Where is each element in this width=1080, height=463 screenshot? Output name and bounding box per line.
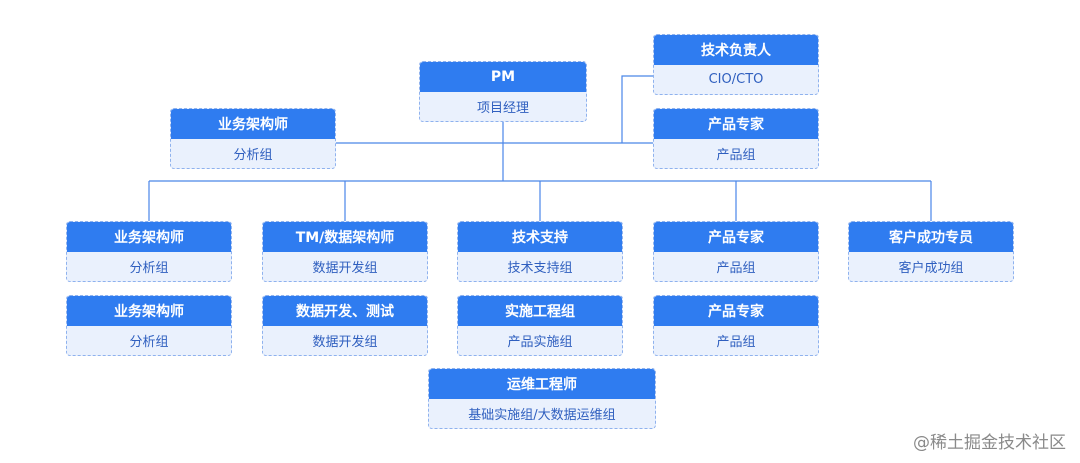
node-product-expert-2[interactable]: 产品专家 产品组 [653,295,819,356]
node-title: 技术支持 [458,222,622,252]
node-product-expert-1[interactable]: 产品专家 产品组 [653,221,819,282]
node-title: TM/数据架构师 [263,222,427,252]
node-subtitle: 客户成功组 [898,261,964,276]
node-title: 运维工程师 [429,369,655,399]
node-title: 业务架构师 [171,109,335,139]
node-subtitle: 分析组 [233,148,273,163]
node-pm[interactable]: PM 项目经理 [419,61,587,122]
node-title: 业务架构师 [67,222,231,252]
node-business-architect-2[interactable]: 业务架构师 分析组 [66,295,232,356]
node-subtitle: 分析组 [129,335,169,350]
node-subtitle: CIO/CTO [708,72,764,87]
node-subtitle: 产品组 [716,261,756,276]
node-subtitle: 数据开发组 [312,261,378,276]
node-tech-lead[interactable]: 技术负责人 CIO/CTO [653,34,819,95]
node-product-expert-top[interactable]: 产品专家 产品组 [653,108,819,169]
node-title: 产品专家 [654,109,818,139]
node-subtitle: 数据开发组 [312,335,378,350]
watermark: @稀土掘金技术社区 [913,433,1066,453]
node-subtitle: 技术支持组 [507,261,573,276]
node-data-architect[interactable]: TM/数据架构师 数据开发组 [262,221,428,282]
node-title: 实施工程组 [458,296,622,326]
node-subtitle: 产品组 [716,148,756,163]
node-ops-engineer[interactable]: 运维工程师 基础实施组/大数据运维组 [428,368,656,429]
node-customer-success[interactable]: 客户成功专员 客户成功组 [848,221,1014,282]
node-implementation[interactable]: 实施工程组 产品实施组 [457,295,623,356]
node-title: 产品专家 [654,296,818,326]
node-title: 客户成功专员 [849,222,1013,252]
node-subtitle: 项目经理 [476,101,529,116]
node-tech-support[interactable]: 技术支持 技术支持组 [457,221,623,282]
node-subtitle: 基础实施组/大数据运维组 [468,408,616,423]
node-title: 产品专家 [654,222,818,252]
node-title: PM [420,62,586,92]
node-subtitle: 产品组 [716,335,756,350]
node-title: 技术负责人 [654,35,818,65]
connector-tech-lead [621,75,653,143]
node-subtitle: 分析组 [129,261,169,276]
node-business-architect-1[interactable]: 业务架构师 分析组 [66,221,232,282]
node-business-architect-top[interactable]: 业务架构师 分析组 [170,108,336,169]
node-title: 业务架构师 [67,296,231,326]
node-title: 数据开发、测试 [263,296,427,326]
node-data-dev-test[interactable]: 数据开发、测试 数据开发组 [262,295,428,356]
node-subtitle: 产品实施组 [507,335,573,350]
